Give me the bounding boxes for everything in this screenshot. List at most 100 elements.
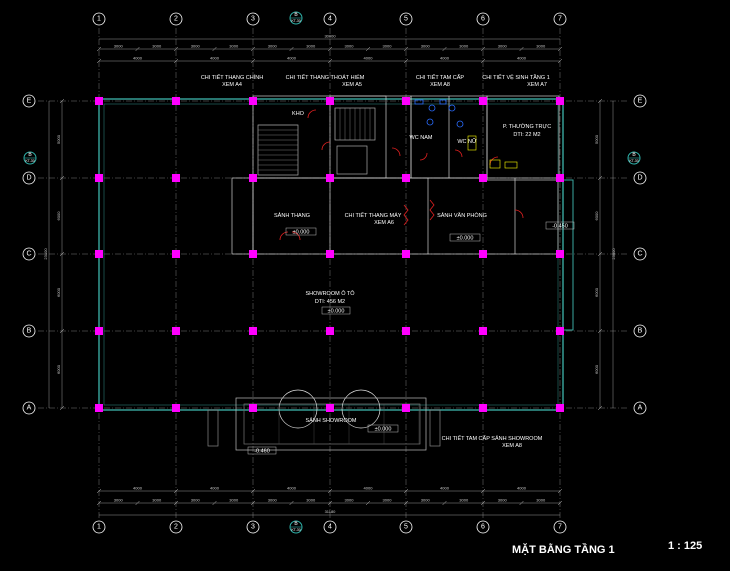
dimension-text: 3000: [498, 498, 508, 503]
axis-bubble[interactable]: B: [633, 324, 647, 338]
room-label-sanh-van-phong: SẢNH VĂN PHÒNG: [437, 212, 487, 219]
annotation-stair-main[interactable]: CHI TIẾT THANG CHÍNH XEM A4: [201, 74, 263, 88]
axis-bubble[interactable]: 4: [323, 12, 337, 26]
section-marker-letter: B: [294, 12, 298, 18]
axis-bubble[interactable]: 1: [92, 520, 106, 534]
room-label-wc-nu: WC NỮ: [457, 138, 477, 145]
axis-label: B: [27, 328, 32, 335]
room-area-p-truc: DTI: 22 M2: [513, 132, 540, 138]
dimension-text: 6000: [594, 287, 599, 297]
wc-fixtures: [414, 99, 464, 128]
axis-label: 4: [328, 524, 332, 531]
column: [95, 174, 103, 182]
annotation-wc-detail[interactable]: CHI TIẾT VỆ SINH TẦNG 1 XEM A7: [482, 73, 550, 88]
dimension-text: 3000: [191, 44, 201, 49]
column: [95, 97, 103, 105]
dimension-text: 6000: [56, 287, 61, 297]
section-marker-top[interactable]: B KT-30: [289, 11, 303, 25]
section-marker-letter: B: [632, 152, 636, 158]
section-marker-right[interactable]: B KT-30: [627, 151, 641, 165]
dimension-total: 31180: [325, 509, 337, 514]
section-marker-left[interactable]: B KT-30: [23, 151, 37, 165]
axis-bubble[interactable]: B: [22, 324, 36, 338]
axis-label: 2: [174, 16, 178, 23]
annotation-showroom-steps[interactable]: CHI TIẾT TAM CẤP SẢNH SHOWROOM XEM A8: [442, 435, 543, 449]
level-text: ±0.000: [375, 427, 392, 433]
level-text: ±0.000: [457, 236, 474, 242]
section-marker-letter: B: [294, 521, 298, 527]
axis-label: E: [27, 98, 32, 105]
section-marker-sheet: KT-30: [25, 159, 34, 163]
axis-bubble[interactable]: 2: [169, 12, 183, 26]
annotation-stair-escape[interactable]: CHI TIẾT THANG THOÁT HIỂM XEM A5: [286, 74, 365, 88]
level-marker: -0.450: [545, 221, 575, 230]
axis-bubble[interactable]: A: [633, 401, 647, 415]
column: [172, 404, 180, 412]
axis-bubble[interactable]: C: [633, 247, 647, 261]
column: [326, 404, 334, 412]
axis-label: D: [637, 175, 642, 182]
column: [402, 97, 410, 105]
column: [479, 250, 487, 258]
axis-bubble[interactable]: 1: [92, 12, 106, 26]
axis-bubble[interactable]: E: [633, 94, 647, 108]
annotation-line: XEM A8: [502, 443, 522, 449]
axis-label: 5: [404, 16, 408, 23]
column: [249, 250, 257, 258]
axis-bubble[interactable]: 7: [553, 12, 567, 26]
dimension-text: 4000: [133, 486, 143, 491]
axis-label: D: [26, 175, 31, 182]
axis-bubble[interactable]: 7: [553, 520, 567, 534]
dimension-text: 4000: [517, 486, 527, 491]
column: [326, 174, 334, 182]
annotation-line: XEM A7: [527, 82, 547, 88]
annotation-line: XEM A5: [342, 82, 362, 88]
axis-bubble[interactable]: 4: [323, 520, 337, 534]
axis-bubble[interactable]: 6: [476, 12, 490, 26]
room-label-kho: KHO: [292, 111, 305, 117]
axis-bubble[interactable]: D: [633, 171, 647, 185]
axis-label: C: [637, 251, 642, 258]
axis-bubble[interactable]: 5: [399, 12, 413, 26]
section-marker-bottom[interactable]: B KT-30: [289, 520, 303, 534]
column: [249, 174, 257, 182]
dimension-text: 3000: [345, 498, 355, 503]
section-marker-sheet: KT-30: [291, 19, 300, 23]
axis-label: 4: [328, 16, 332, 23]
axis-bubble[interactable]: 5: [399, 520, 413, 534]
column: [479, 97, 487, 105]
dimension-text: 4000: [364, 56, 374, 61]
column: [402, 250, 410, 258]
dimension-text: 3000: [114, 44, 124, 49]
structural-columns: [95, 97, 564, 412]
dimension-text: 3000: [268, 44, 278, 49]
axis-label: A: [638, 405, 643, 412]
column: [326, 97, 334, 105]
annotation-line: CHI TIẾT THANG MÁY: [345, 212, 402, 219]
annotation-elevator[interactable]: CHI TIẾT THANG MÁY XEM A6: [345, 212, 402, 226]
dimension-text: 3000: [268, 498, 278, 503]
axis-bubble[interactable]: 3: [246, 520, 260, 534]
axis-bubble[interactable]: D: [22, 171, 36, 185]
annotation-line: CHI TIẾT THANG THOÁT HIỂM: [286, 74, 365, 81]
dimension-text: 6000: [594, 364, 599, 374]
axis-bubble[interactable]: C: [22, 247, 36, 261]
level-text: ±0.000: [328, 309, 345, 315]
room-label-sanh-thang: SẢNH THANG: [274, 212, 310, 219]
axis-bubble[interactable]: A: [22, 401, 36, 415]
drawing-scale: 1 : 125: [668, 540, 702, 552]
dimension-text: 3000: [498, 44, 508, 49]
axis-bubble[interactable]: E: [22, 94, 36, 108]
axis-bubble[interactable]: 2: [169, 520, 183, 534]
annotation-step-detail[interactable]: CHI TIẾT TAM CẤP XEM A8: [416, 74, 465, 88]
axis-bubble[interactable]: 6: [476, 520, 490, 534]
axis-bubble[interactable]: 3: [246, 12, 260, 26]
column: [172, 250, 180, 258]
axis-label: 7: [558, 524, 562, 531]
axis-label: B: [638, 328, 643, 335]
column: [172, 97, 180, 105]
column: [326, 327, 334, 335]
dimension-text: 4000: [517, 56, 527, 61]
room-label-p-truc: P. THƯỜNG TRỰC: [503, 123, 551, 130]
